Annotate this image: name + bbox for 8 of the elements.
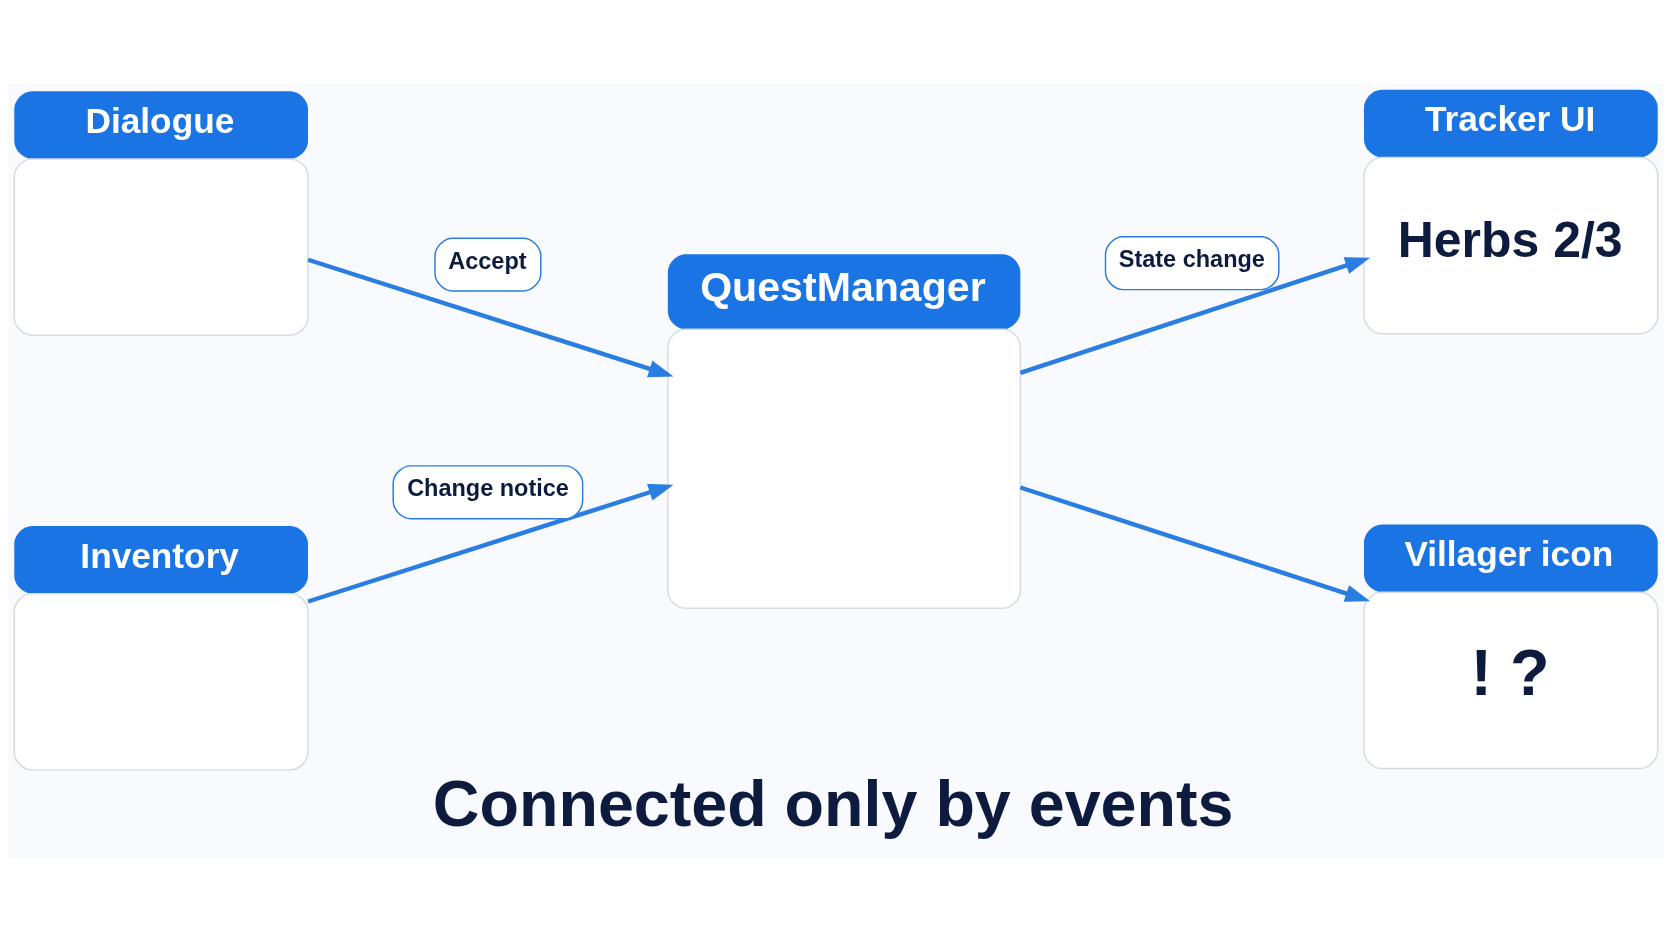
arrow: [1019, 256, 1371, 375]
arrow: [1019, 484, 1371, 602]
edge-label: State change: [1118, 245, 1265, 272]
arrow: [307, 483, 674, 604]
arrow: [307, 257, 674, 377]
edge-label: Change notice: [407, 474, 569, 501]
caption: Connected only by events: [432, 767, 1234, 840]
edge-label: Accept: [448, 247, 527, 274]
